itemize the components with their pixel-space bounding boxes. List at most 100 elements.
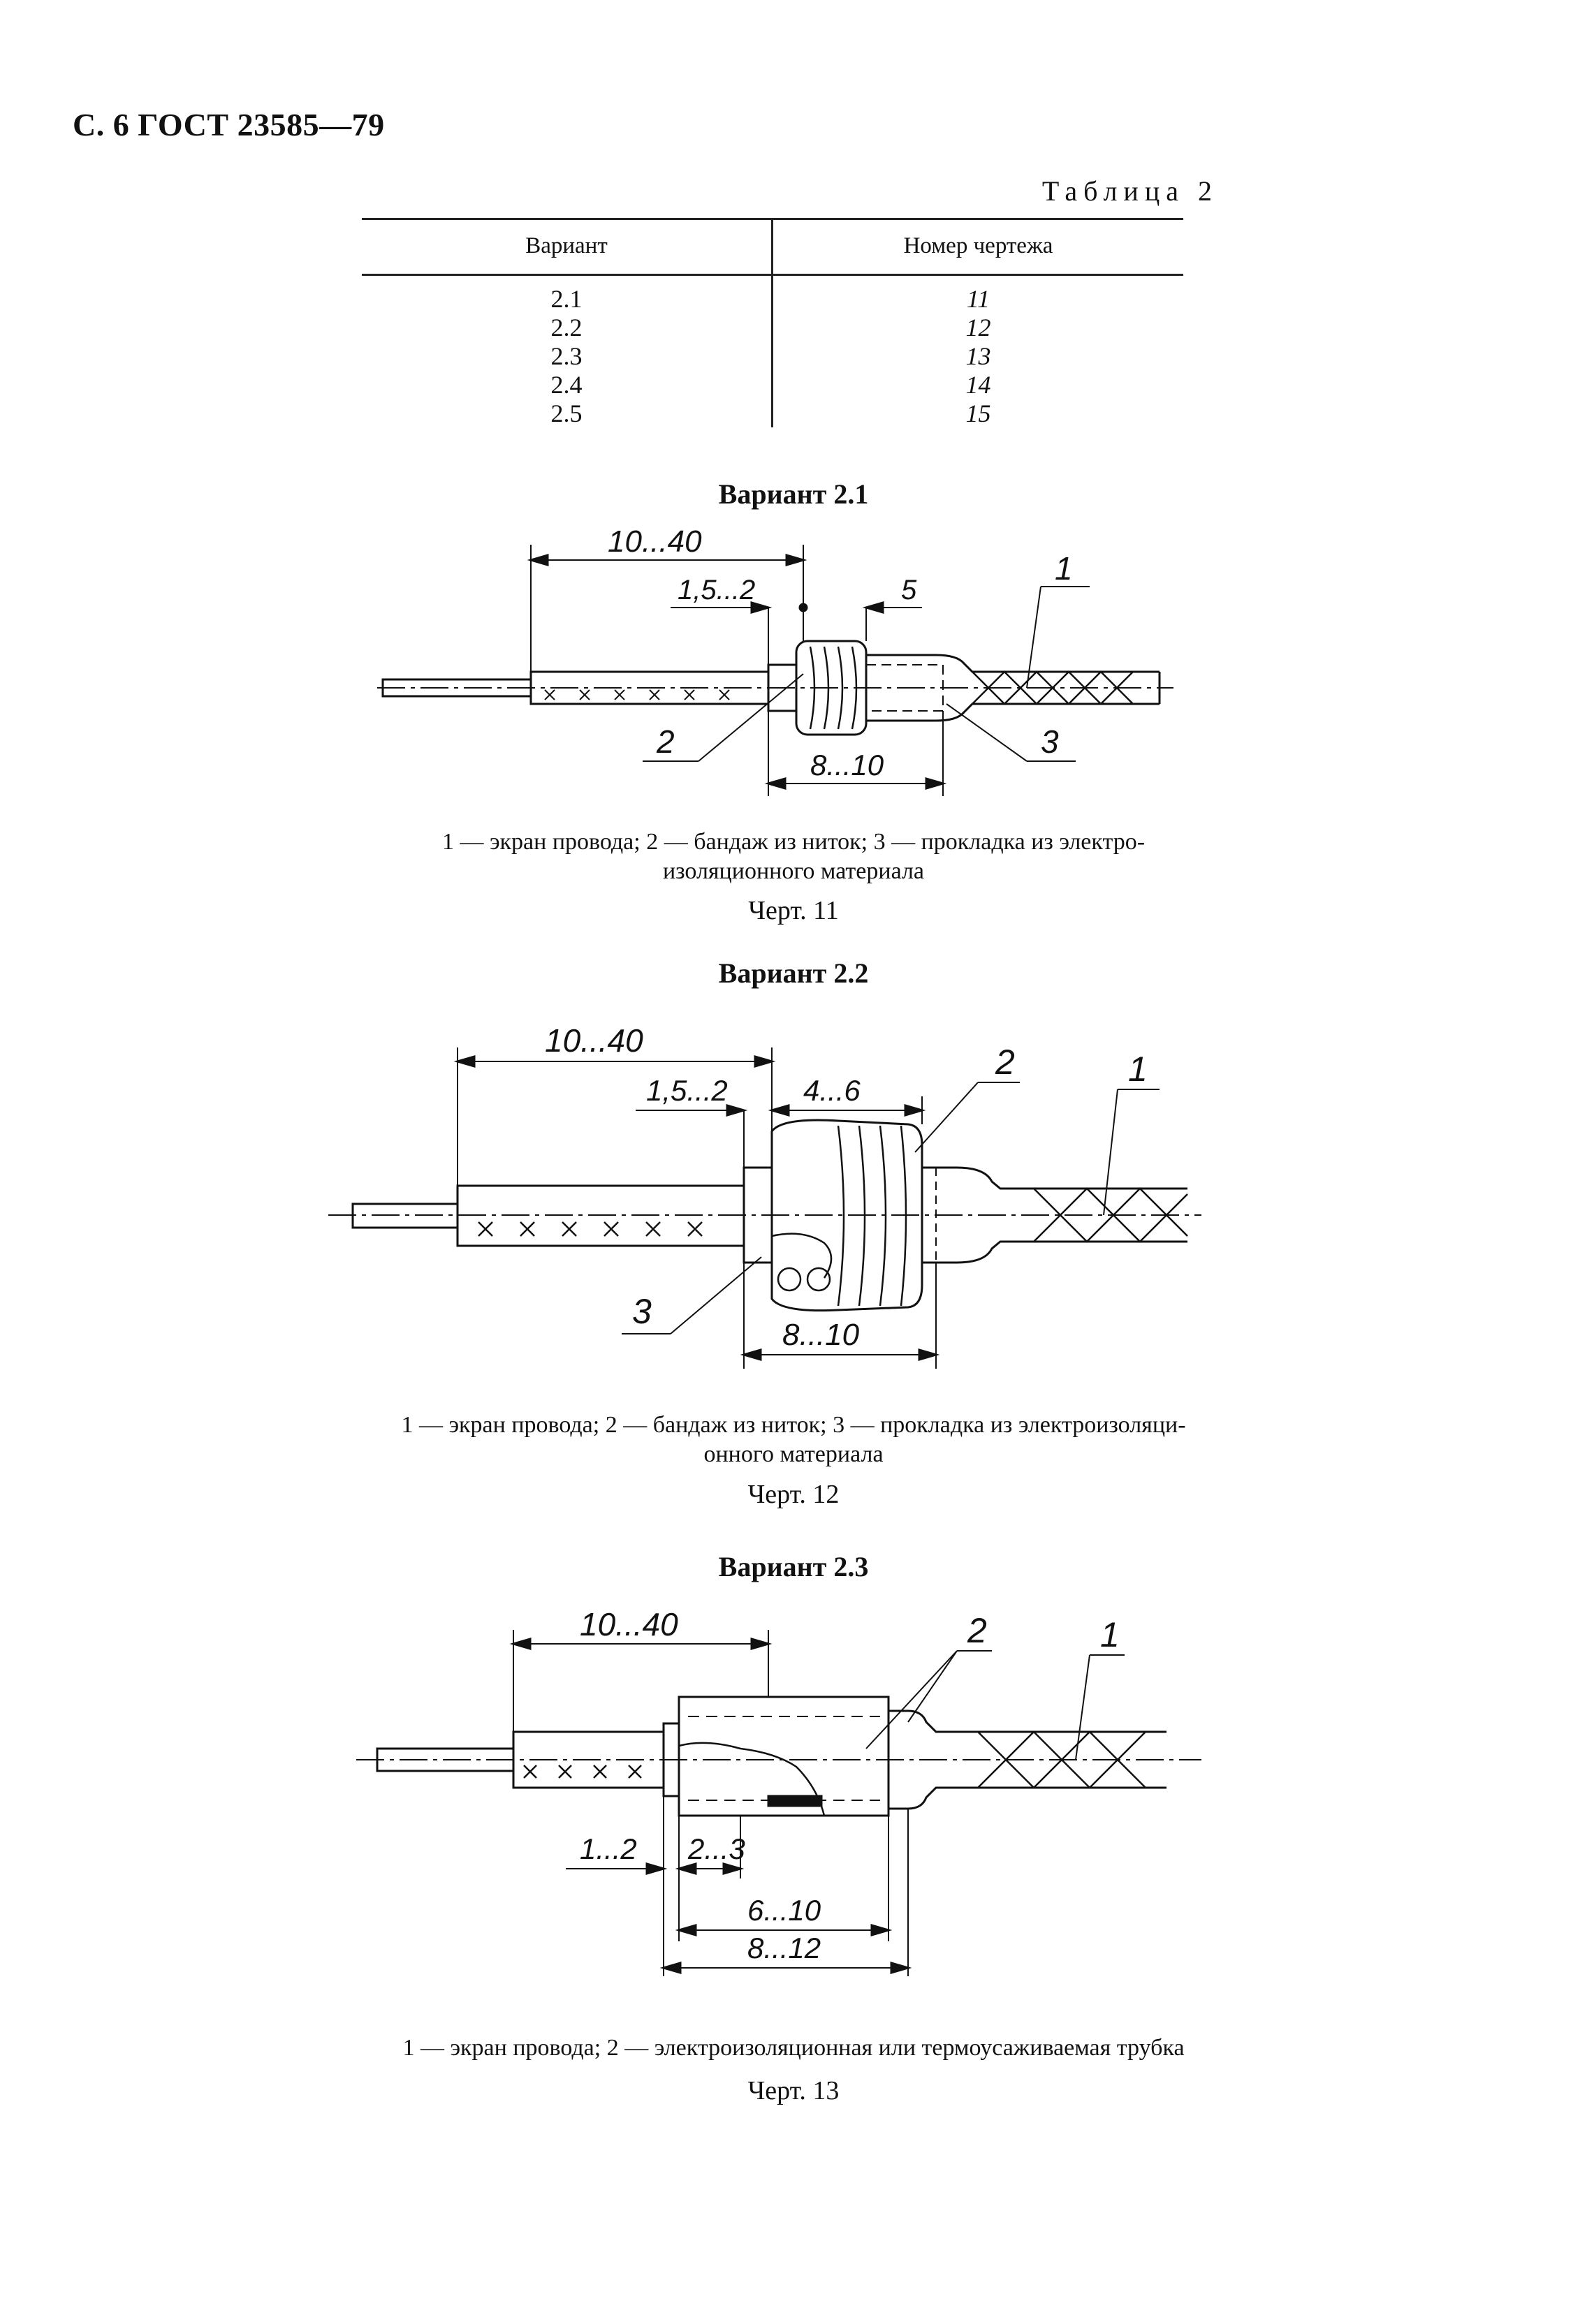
leader-line — [907, 1650, 958, 1723]
insulation-hatch — [478, 1221, 703, 1237]
table-cell: 12 — [965, 314, 991, 341]
table-cell: 11 — [966, 285, 990, 313]
dimension-arrow — [862, 601, 884, 614]
variant-2-1-title: Вариант 2.1 — [718, 478, 869, 510]
dim-label-8-12: 8...12 — [747, 1932, 821, 1964]
callout-2: 2 — [967, 1611, 987, 1650]
thread-binding — [770, 1119, 923, 1312]
insulation-hatch — [544, 689, 730, 700]
callout-1: 1 — [1055, 550, 1073, 587]
table-caption: Таблица 2 — [1041, 175, 1218, 207]
shield-top-edge — [922, 1166, 1187, 1190]
dimension-arrows — [527, 554, 807, 566]
dimension-arrows — [659, 1962, 912, 1974]
shield-bottom-edge — [866, 703, 1160, 722]
section-coil — [806, 1267, 831, 1292]
callout-1: 1 — [1100, 1615, 1120, 1654]
callout-3: 3 — [1041, 723, 1059, 760]
variant-2-2-title: Вариант 2.2 — [718, 957, 869, 989]
shield-bottom-edge — [922, 1240, 1187, 1264]
table-column-variants: 2.1 2.2 2.3 2.4 2.5 — [362, 285, 771, 428]
dim-label-10-40: 10...40 — [545, 1022, 643, 1059]
table-cell: 2.2 — [550, 314, 583, 341]
callout-1: 1 — [1128, 1050, 1148, 1089]
table-cell: 14 — [965, 371, 991, 399]
leader-line — [670, 1256, 762, 1334]
table-cell: 2.1 — [550, 285, 583, 313]
dim-label-1-5-2: 1,5...2 — [678, 575, 755, 605]
legend-variant-2-3: 1 — экран провода; 2 — электроизоляционн… — [0, 2034, 1587, 2063]
legend-line: 1 — экран провода; 2 — бандаж из ниток; … — [401, 1412, 1186, 1438]
dim-label-1-2: 1...2 — [580, 1832, 637, 1865]
drawing-variant-2-3: 10...40 1...2 2...3 6...10 8...12 2 1 — [356, 1606, 1201, 1976]
shield-braid — [1033, 1187, 1188, 1243]
variant-2-3-title: Вариант 2.3 — [718, 1551, 869, 1582]
dim-label-5: 5 — [901, 575, 917, 605]
legend-variant-2-1: 1 — экран провода; 2 — бандаж из ниток; … — [0, 828, 1587, 886]
dim-label-10-40: 10...40 — [608, 524, 702, 559]
hatched-section — [767, 1795, 823, 1807]
dimension-arrows — [675, 1924, 893, 1936]
insulating-tube — [678, 1696, 890, 1817]
dimension-arrows — [453, 1055, 776, 1068]
leader-line — [1103, 1089, 1118, 1216]
dim-label-2-3: 2...3 — [687, 1832, 745, 1865]
dimension-point — [798, 603, 808, 612]
shield-braid — [972, 670, 1134, 705]
section-coil — [777, 1267, 802, 1292]
leader-line — [698, 673, 804, 762]
dim-label-10-40: 10...40 — [580, 1606, 678, 1642]
table-cell: 2.5 — [550, 399, 583, 427]
drawing-variant-2-1: 10...40 1,5...2 5 8...10 1 2 3 — [377, 524, 1173, 796]
dimension-arrows — [509, 1638, 773, 1650]
figure-label-13: Черт. 13 — [747, 2076, 840, 2105]
leader-line — [1075, 1654, 1090, 1760]
legend-line: онного материала — [703, 1441, 884, 1467]
drawing-table: Вариант Номер чертежа 2.1 2.2 2.3 2.4 2.… — [362, 218, 1183, 427]
leader-line — [865, 1650, 958, 1749]
table-cell: 2.3 — [550, 342, 583, 370]
dimension-arrow — [750, 601, 773, 614]
leader-line — [1026, 586, 1041, 689]
callout-2: 2 — [656, 723, 675, 760]
figure-label-12: Черт. 12 — [747, 1480, 840, 1509]
table-column-drawings: 11 12 13 14 15 — [773, 285, 1183, 428]
cutaway-line — [771, 1233, 833, 1279]
legend-line: изоляционного материала — [662, 858, 925, 884]
shield-top-edge — [866, 654, 1160, 673]
binding-turns — [809, 646, 858, 730]
legend-line: 1 — экран провода; 2 — электроизоляционн… — [402, 2035, 1185, 2061]
leader-line — [946, 703, 1027, 762]
dimension-arrows — [740, 1348, 940, 1361]
table-cell: 2.4 — [550, 371, 583, 399]
dimension-arrow — [904, 1104, 926, 1117]
dim-label-1-5-2: 1,5...2 — [646, 1074, 728, 1107]
table-cell: 13 — [965, 342, 991, 370]
page-header: С. 6 ГОСТ 23585—79 — [73, 107, 385, 142]
table-column-divider — [771, 218, 773, 427]
table-header-variant: Вариант — [525, 233, 608, 258]
callout-2: 2 — [995, 1043, 1015, 1082]
binding-turns — [837, 1125, 907, 1307]
hidden-pad-outline — [865, 664, 944, 712]
table-cell: 15 — [965, 399, 991, 427]
shield-top-edge — [888, 1709, 1167, 1733]
dimension-arrows — [764, 777, 947, 790]
callout-3: 3 — [632, 1292, 652, 1331]
drawing-variant-2-2: 10...40 1,5...2 4...6 8...10 2 1 3 — [328, 1022, 1201, 1369]
dim-label-6-10: 6...10 — [747, 1894, 821, 1927]
legend-line: 1 — экран провода; 2 — бандаж из ниток; … — [441, 829, 1146, 855]
dim-label-4-6: 4...6 — [803, 1074, 861, 1107]
cutaway-line — [678, 1742, 826, 1816]
shield-bottom-edge — [888, 1786, 1167, 1810]
legend-variant-2-2: 1 — экран провода; 2 — бандаж из ниток; … — [0, 1411, 1587, 1469]
figure-label-11: Черт. 11 — [748, 896, 839, 925]
dimension-arrows — [675, 1862, 745, 1875]
shield-braid — [977, 1730, 1146, 1789]
dim-label-8-10: 8...10 — [810, 749, 884, 781]
leader-line — [914, 1082, 979, 1153]
dimension-arrow — [645, 1862, 668, 1875]
insulation-hatch — [523, 1765, 642, 1779]
table-header-drawing: Номер чертежа — [903, 233, 1053, 258]
dim-label-8-10: 8...10 — [782, 1318, 860, 1352]
